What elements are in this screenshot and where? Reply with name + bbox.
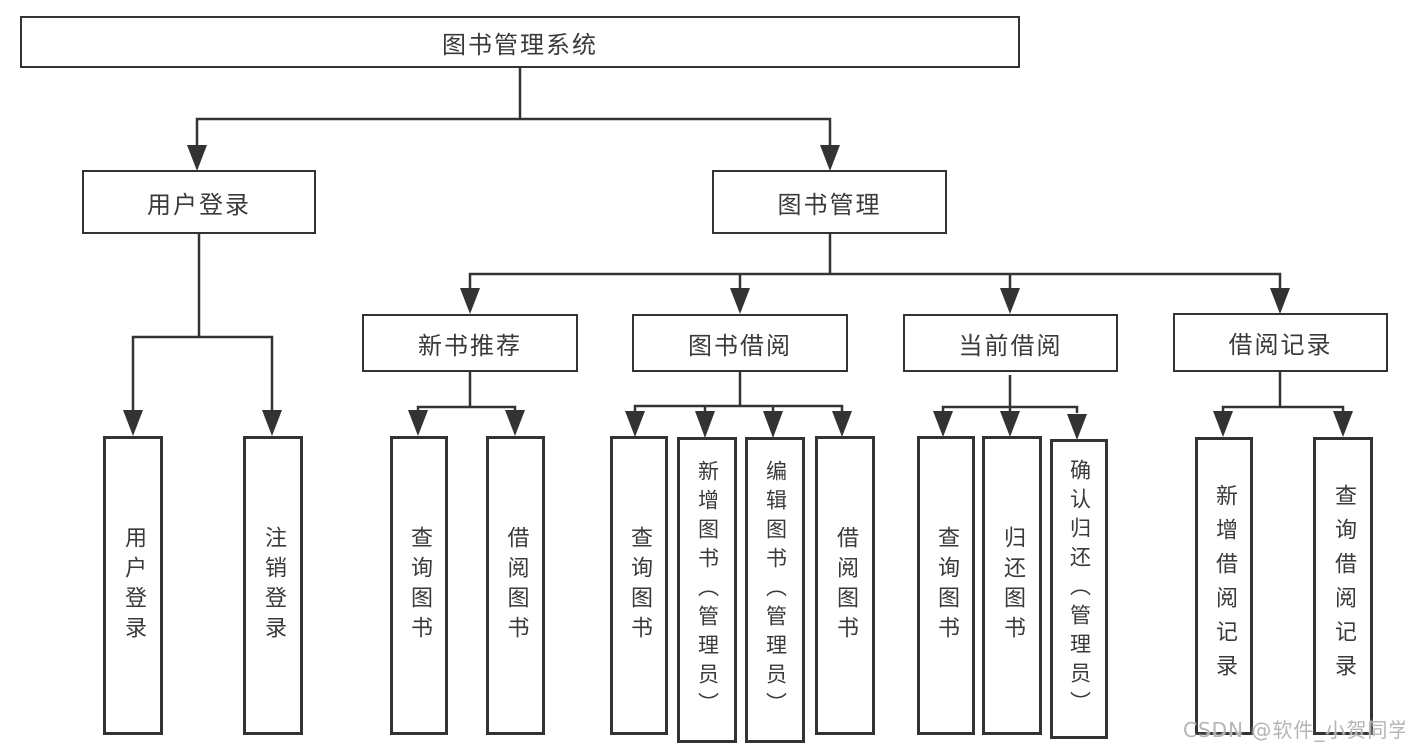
leaf-br-query-record: 查询借阅记录: [1313, 437, 1373, 735]
leaf-bb-query-books: 查询图书: [610, 436, 668, 735]
leaf-br-add-record: 新增借阅记录: [1195, 437, 1253, 735]
leaf-logout-login: 注销登录: [243, 436, 303, 735]
leaf-cb-confirm-return-admin: 确认归还（管理员）: [1050, 439, 1108, 739]
leaf-bb-borrow-books: 借阅图书: [815, 436, 875, 735]
node-book-borrow: 图书借阅: [632, 314, 848, 372]
node-current-borrow: 当前借阅: [903, 314, 1118, 372]
csdn-watermark: CSDN @软件_小贺同学: [1183, 718, 1405, 742]
node-book-management: 图书管理: [712, 170, 947, 234]
node-new-book-recommend: 新书推荐: [362, 314, 578, 372]
leaf-cb-return-books: 归还图书: [982, 436, 1042, 735]
leaf-nbr-borrow-books: 借阅图书: [486, 436, 545, 735]
leaf-nbr-query-books: 查询图书: [390, 436, 448, 735]
node-user-login: 用户登录: [82, 170, 316, 234]
leaf-cb-query-books: 查询图书: [917, 436, 975, 735]
leaf-bb-add-books-admin: 新增图书（管理员）: [677, 437, 737, 743]
node-root-system: 图书管理系统: [20, 16, 1020, 68]
leaf-bb-edit-books-admin: 编辑图书（管理员）: [745, 437, 805, 743]
node-borrow-records: 借阅记录: [1173, 313, 1388, 372]
leaf-user-login: 用户登录: [103, 436, 163, 735]
